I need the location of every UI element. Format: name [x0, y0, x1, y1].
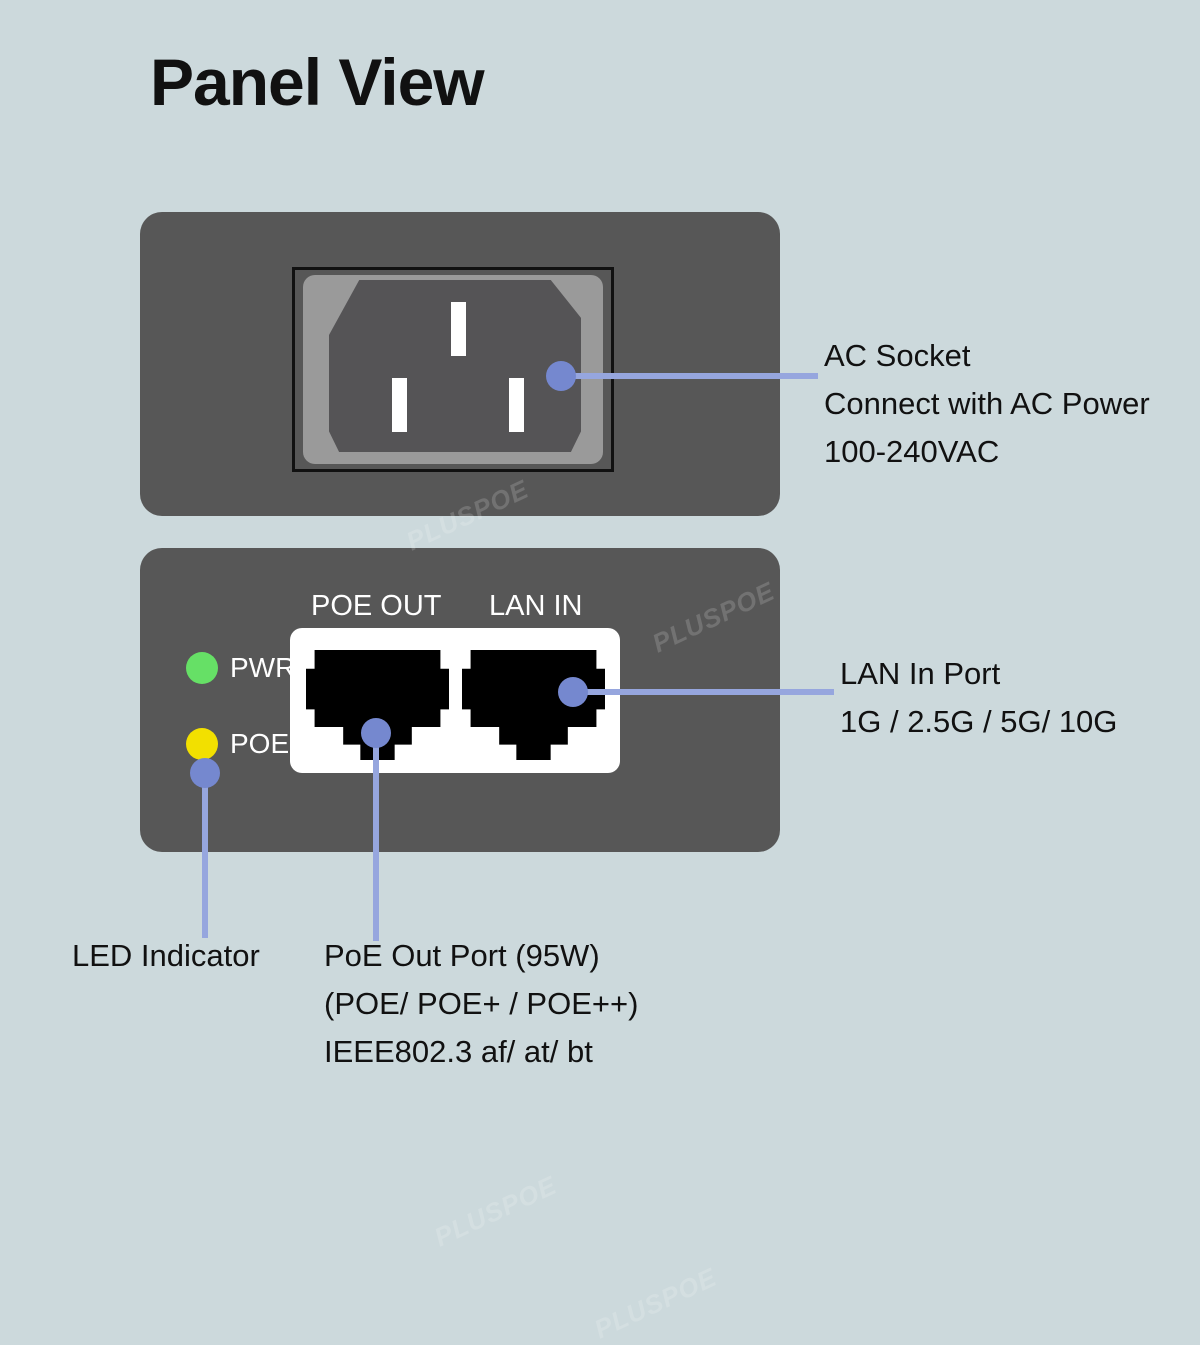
callout-dot-ac-socket	[546, 361, 576, 391]
ac-socket-body	[329, 280, 581, 452]
annotation-line: Connect with AC Power	[824, 386, 1150, 421]
diagram-canvas: Panel View PLUSPOE PLUSPOE PWR POE PL	[72, 45, 1150, 1344]
led-indicator-poe: POE	[186, 728, 289, 760]
port-label-poe-out: POE OUT	[311, 590, 442, 622]
callout-dot-poe-out	[361, 718, 391, 748]
callout-line-led-indicator	[202, 773, 208, 938]
annotation-led-indicator: LED Indicator	[72, 932, 260, 980]
annotation-line: LAN In Port	[840, 656, 1001, 691]
ac-socket-pin-right	[509, 378, 524, 432]
port-label-lan-in: LAN IN	[489, 590, 583, 622]
callout-line-ac-socket	[560, 373, 818, 379]
led-dot-pwr-icon	[186, 652, 218, 684]
annotation-line: 100-240VAC	[824, 434, 1000, 469]
callout-dot-lan-in	[558, 677, 588, 707]
annotation-line: IEEE802.3 af/ at/ bt	[324, 1034, 593, 1069]
annotation-line: 1G / 2.5G / 5G/ 10G	[840, 704, 1118, 739]
watermark: PLUSPOE	[401, 473, 534, 557]
led-label-pwr: PWR	[230, 652, 296, 683]
annotation-poe-out: PoE Out Port (95W) (POE/ POE+ / POE++) I…	[324, 932, 638, 1076]
annotation-line: (POE/ POE+ / POE++)	[324, 986, 639, 1021]
callout-line-lan-in	[572, 689, 834, 695]
watermark: PLUSPOE	[429, 1169, 562, 1253]
annotation-line: PoE Out Port (95W)	[324, 938, 600, 973]
led-dot-poe-icon	[186, 728, 218, 760]
callout-line-poe-out	[373, 733, 379, 941]
callout-dot-led-indicator	[190, 758, 220, 788]
rj45-port-lan-in	[462, 650, 605, 760]
watermark: PLUSPOE	[589, 1261, 722, 1345]
annotation-line: AC Socket	[824, 338, 971, 373]
led-label-poe: POE	[230, 728, 290, 759]
annotation-lan-in: LAN In Port 1G / 2.5G / 5G/ 10G	[840, 650, 1117, 746]
annotation-line: LED Indicator	[72, 938, 260, 973]
device-panel-bottom: PWR POE PLUSPOE PLUSPOE	[140, 548, 780, 1344]
ac-socket-pin-left	[392, 378, 407, 432]
ac-socket	[292, 267, 614, 472]
ac-socket-pin-top	[451, 302, 466, 356]
page-title: Panel View	[150, 45, 485, 119]
device-panel-top: PLUSPOE PLUSPOE	[140, 212, 780, 658]
led-indicator-pwr: PWR	[186, 652, 295, 684]
annotation-ac-socket: AC Socket Connect with AC Power 100-240V…	[824, 332, 1150, 476]
